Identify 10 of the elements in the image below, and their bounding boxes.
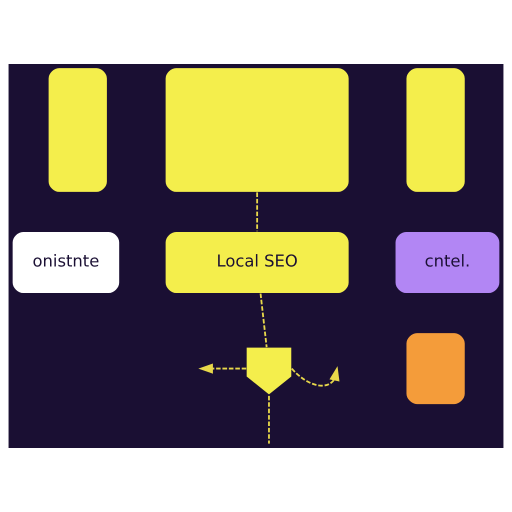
node-box xyxy=(164,67,350,193)
node-box xyxy=(406,67,466,193)
node-box: Local SEO xyxy=(164,231,350,294)
node-box: cntel. xyxy=(394,231,500,294)
node-hand xyxy=(246,346,292,396)
connector xyxy=(256,192,258,232)
connector xyxy=(260,293,268,348)
node-box xyxy=(48,67,108,193)
node-box: onistnte xyxy=(12,231,120,294)
node-box xyxy=(406,332,466,405)
